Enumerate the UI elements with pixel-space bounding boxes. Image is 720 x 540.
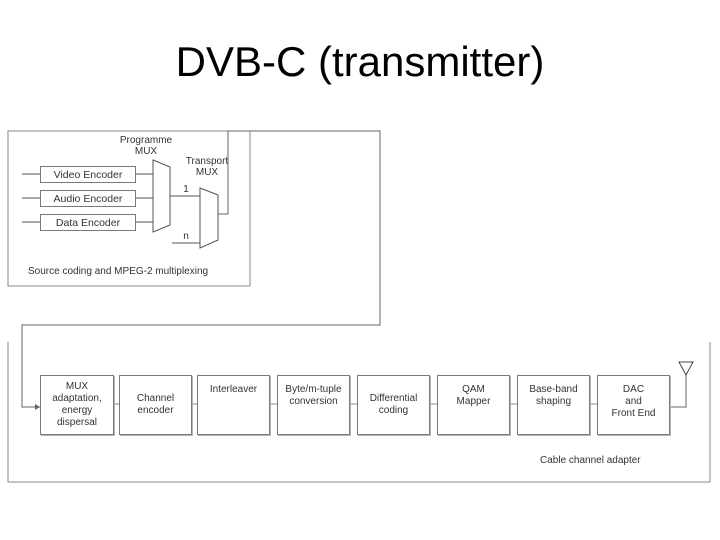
page-title: DVB-C (transmitter) bbox=[175, 38, 545, 85]
port-1-label: 1 bbox=[183, 184, 189, 195]
dac-front-end-block: DAC and Front End bbox=[597, 375, 670, 435]
programme-mux-shape bbox=[152, 159, 171, 233]
programme-mux-label: Programme MUX bbox=[119, 135, 173, 157]
transport-mux-label: Transport MUX bbox=[185, 156, 229, 178]
channel-adapter-frame bbox=[7, 342, 711, 483]
data-encoder-block: Data Encoder bbox=[40, 214, 136, 231]
qam-mapper-block: QAM Mapper bbox=[437, 375, 510, 435]
transport-mux-shape bbox=[199, 187, 219, 249]
differential-coding-block: Differential coding bbox=[357, 375, 430, 435]
audio-encoder-block: Audio Encoder bbox=[40, 190, 136, 207]
antenna-icon bbox=[678, 361, 694, 377]
base-band-shaping-block: Base-band shaping bbox=[517, 375, 590, 435]
source-coding-caption: Source coding and MPEG-2 multiplexing bbox=[28, 266, 209, 277]
channel-adapter-caption: Cable channel adapter bbox=[540, 455, 641, 466]
port-n-label: n bbox=[183, 231, 189, 242]
interleaver-block: Interleaver bbox=[197, 375, 270, 435]
source-coding-frame bbox=[7, 130, 251, 287]
transport-stream-path bbox=[21, 130, 381, 408]
mux-adaptation-block: MUX adaptation, energy dispersal bbox=[40, 375, 114, 435]
antenna-feed bbox=[668, 375, 687, 408]
video-encoder-block: Video Encoder bbox=[40, 166, 136, 183]
channel-encoder-block: Channel encoder bbox=[119, 375, 192, 435]
byte-m-tuple-block: Byte/m-tuple conversion bbox=[277, 375, 350, 435]
